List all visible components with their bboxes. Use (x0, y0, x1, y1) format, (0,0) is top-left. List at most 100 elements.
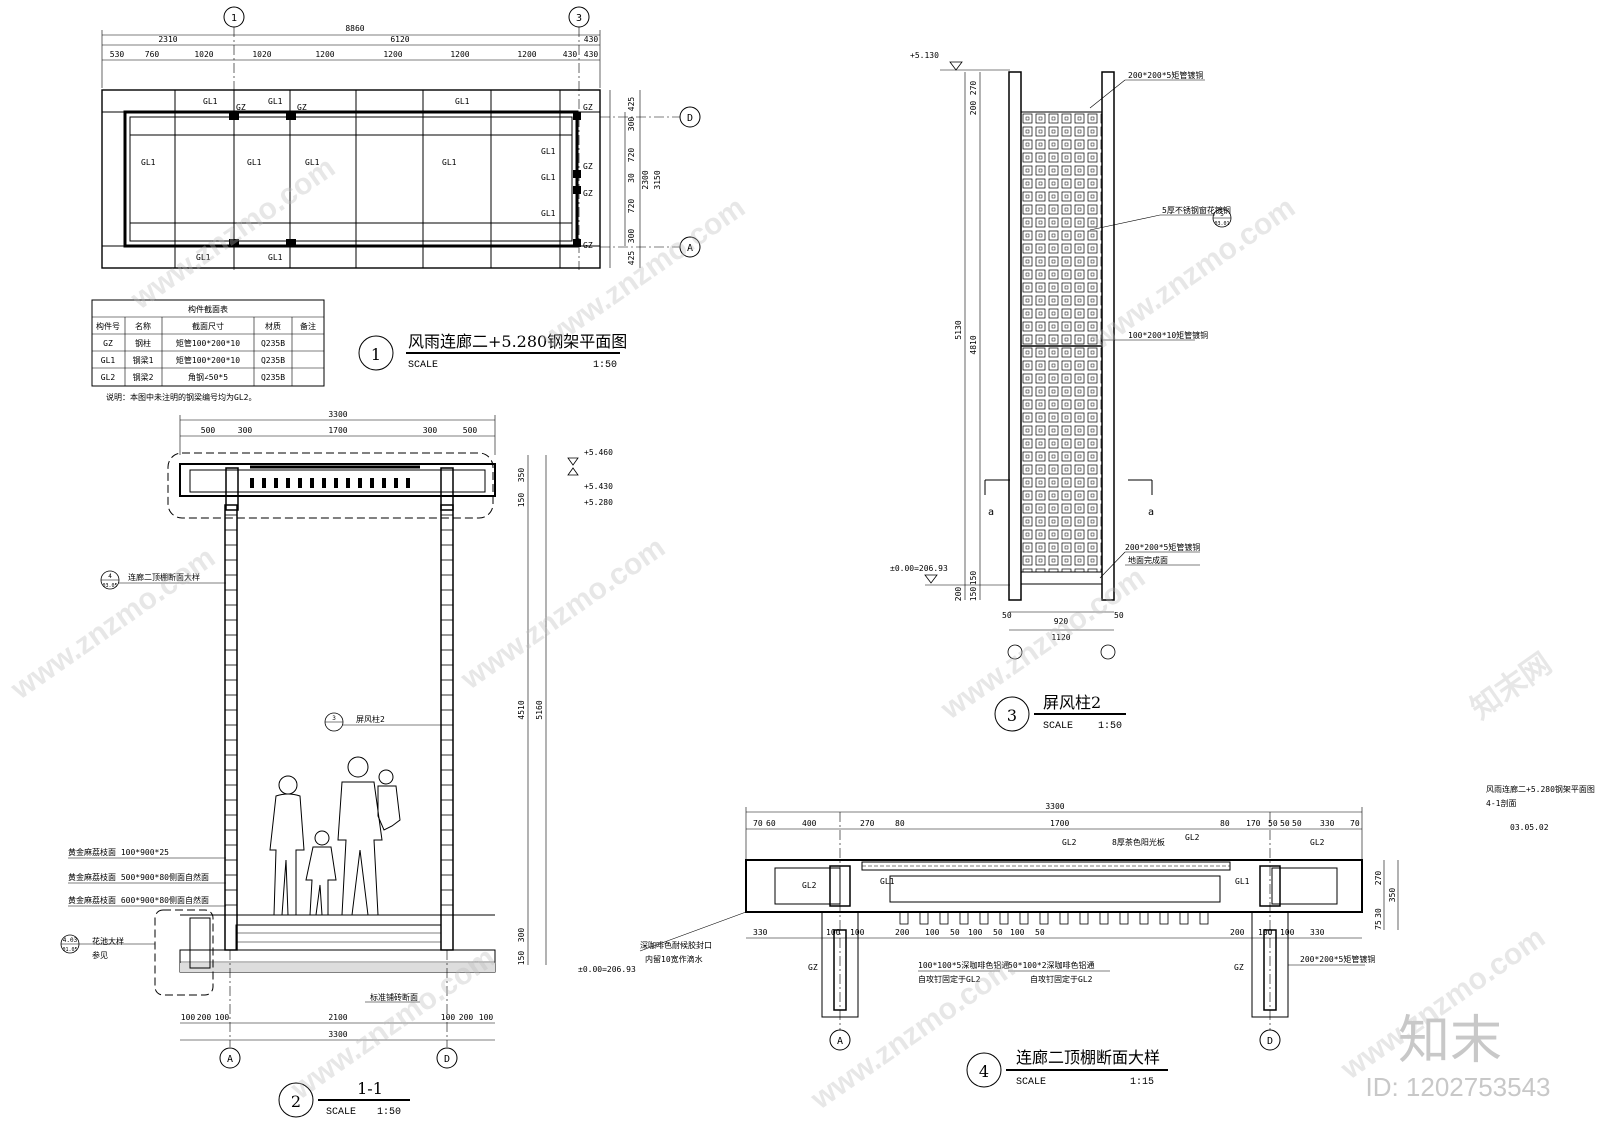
section-bottom-dim: 100 (479, 1013, 494, 1022)
section-mark: a (1148, 507, 1154, 518)
title-name: 屏风柱2 (1043, 693, 1101, 712)
section-1-1: 3300 500 300 1700 300 500 (60, 410, 636, 1118)
plan-right-dim: 2300 (641, 170, 650, 189)
scale-value: 1:50 (593, 360, 617, 371)
detail-bottom-dim: 100 (1010, 928, 1025, 937)
section-right-dim: 300 (517, 928, 526, 943)
title-name: 风雨连廊二+5.280钢架平面图 (408, 332, 627, 351)
detail-label: GL1 (880, 877, 895, 886)
detail-note: 深咖啡色耐候胶封口 (640, 940, 712, 950)
callout-text: 参见 (92, 950, 108, 960)
detail-bottom-dim: 330 (753, 928, 768, 937)
axis-label: 1 (231, 13, 237, 24)
detail-ref: 03.01 (1214, 221, 1229, 227)
plan-outer-frame (101, 89, 601, 269)
detail-bottom-dim: 100 (925, 928, 940, 937)
plan-right-dim: 720 (627, 148, 636, 163)
detail-label: GL2 (1185, 833, 1200, 842)
table-cell: GL2 (101, 373, 116, 382)
plan-dim: 8860 (345, 24, 364, 33)
scale-label: SCALE (1016, 1077, 1046, 1088)
detail-bottom-dim: 200 (1230, 928, 1245, 937)
detail-top-dim: 170 (1246, 819, 1261, 828)
member-label: GZ (583, 241, 593, 250)
axis-bubble-A (219, 1047, 241, 1069)
callout-text: 黄金麻荔枝面 600*900*80侧面自然面 (68, 895, 209, 905)
detail-top-dim: 60 (766, 819, 776, 828)
axis-label: A (227, 1054, 233, 1065)
screen-bottom-dim: 50 (1002, 611, 1012, 620)
member-label: GL1 (196, 253, 211, 262)
detail-right-dim: 30 (1374, 908, 1383, 918)
detail-bottom-dim: 200 (895, 928, 910, 937)
detail-label: GZ (1234, 963, 1244, 972)
title-number: 2 (291, 1092, 301, 1111)
scale-value: 1:50 (1098, 721, 1122, 732)
screen-left-dim: 200 (969, 101, 978, 116)
table-cell: GZ (103, 339, 113, 348)
callout-text: 黄金麻荔枝面 100*900*25 (68, 847, 169, 857)
member-label: GZ (236, 103, 246, 112)
detail-bottom-dim: 100 (850, 928, 865, 937)
detail-top-dim: 1700 (1050, 819, 1069, 828)
watermark-text: www.znzmo.com (804, 951, 1021, 1117)
member-label: GZ (583, 189, 593, 198)
table-header: 构件号 (96, 321, 120, 331)
detail-bottom-dim: 100 (968, 928, 983, 937)
member-label: GL1 (247, 158, 262, 167)
brand-logo: 知末 (1398, 1012, 1502, 1070)
section-mark: a (988, 507, 994, 518)
detail-bottom-dim: 100 (826, 928, 841, 937)
detail-right-dim: 75 (1374, 920, 1383, 930)
screen-note: 5厚不锈钢窗花镀铜 (1162, 205, 1231, 215)
scale-label: SCALE (408, 360, 438, 371)
plan-subdim: 1200 (383, 50, 402, 59)
screen-left-dim: 5130 (954, 320, 963, 339)
title-name: 1-1 (357, 1079, 383, 1098)
scale-value: 1:15 (1130, 1077, 1154, 1088)
section-right-dim: 5160 (535, 700, 544, 719)
screen-column-elevation: +5.130 270 200 5130 4810 150 200 150 a a (890, 51, 1232, 732)
member-label: GL1 (203, 97, 218, 106)
member-label: GZ (297, 103, 307, 112)
elevation-mark: +5.130 (910, 51, 939, 60)
table-header: 材质 (265, 321, 281, 331)
section-right-dim: 150 (517, 951, 526, 966)
plan-subdim: 1020 (194, 50, 213, 59)
detail-top-dim: 70 (753, 819, 763, 828)
member-label: GL1 (141, 158, 156, 167)
detail-bottom-dim: 50 (950, 928, 960, 937)
plan-subdim: 1200 (450, 50, 469, 59)
detail-bottom-dim: 330 (1310, 928, 1325, 937)
detail-label: 8厚茶色阳光板 (1112, 837, 1165, 847)
detail-note: 内留10宽作滴水 (645, 954, 703, 964)
screen-bottom-dim: 920 (1054, 617, 1069, 626)
plan-subdim: 430 (584, 50, 599, 59)
section-bottom-dim: 2100 (328, 1013, 347, 1022)
roof-detail: 3300 70 60 400 270 80 1700 80 170 50 50 … (639, 802, 1399, 1088)
screen-note: 200*200*5矩管镀铜 (1128, 70, 1203, 80)
elevation-mark: +5.430 (584, 482, 613, 491)
plan-subdim: 1020 (252, 50, 271, 59)
detail-label: GL1 (1235, 877, 1250, 886)
detail-note: 50*100*2深咖啡色铝通 (1008, 960, 1095, 970)
component-table: 构件截面表 构件号 名称 截面尺寸 材质 备注 GZ 钢柱 矩管100*200*… (91, 299, 325, 402)
detail-top-dim: 50 (1280, 819, 1290, 828)
section-bottom-dim: 200 (459, 1013, 474, 1022)
watermark-text: www.znzmo.com (534, 191, 751, 357)
plan-dim: 2310 (158, 35, 177, 44)
member-label: GL1 (305, 158, 320, 167)
table-note: 说明：本图中未注明的钢梁编号均为GL2。 (106, 392, 256, 402)
callout-text: 标准铺砖断面 (370, 992, 418, 1002)
plan-view: 1 3 8860 2310 6120 430 530 760 1020 1020… (91, 6, 701, 402)
screen-column-left (224, 504, 238, 951)
table-cell: Q235B (261, 356, 285, 365)
plan-right-dim: 300 (627, 229, 636, 244)
callout-ref: 4.03 (63, 937, 78, 944)
table-cell: Q235B (261, 373, 285, 382)
axis-bubble-A (829, 1029, 851, 1051)
sheet-note-line: 风雨连廊二+5.280钢架平面图 (1486, 784, 1595, 794)
plan-right-dim: 425 (627, 251, 636, 266)
plan-subdim: 1200 (517, 50, 536, 59)
table-header: 名称 (135, 321, 151, 331)
